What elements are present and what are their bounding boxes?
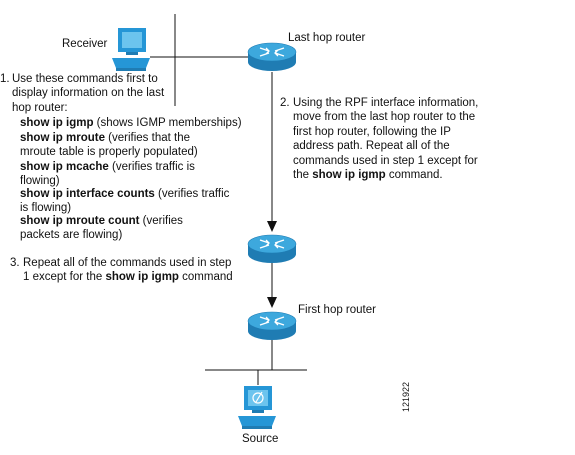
step3-text: Repeat all of the commands used in step … xyxy=(23,256,233,285)
step2-number: 2. xyxy=(280,97,290,109)
receiver-pc-icon xyxy=(112,28,150,71)
command-description: (verifies traffic is flowing) xyxy=(20,188,230,215)
step1-number: 1. xyxy=(0,73,10,85)
command-description: (shows IGMP memberships) xyxy=(93,117,242,129)
step3-body: Repeat all of the commands used in step … xyxy=(23,257,232,284)
last-hop-router-label: Last hop router xyxy=(288,32,366,44)
step1-command-4: show ip interface counts (verifies traff… xyxy=(20,187,235,216)
receiver-label: Receiver xyxy=(62,38,108,50)
transit-router-icon xyxy=(247,234,297,263)
command-name: show ip interface counts xyxy=(20,188,155,200)
step3-number: 3. xyxy=(10,257,20,269)
command-name: show ip mcache xyxy=(20,161,109,173)
command-description: (verifies traffic is flowing) xyxy=(20,161,195,188)
source-label: Source xyxy=(242,433,279,445)
command-description: (verifies that the mroute table is prope… xyxy=(20,132,198,159)
command-name: show ip mroute count xyxy=(20,215,140,227)
first-hop-router-icon xyxy=(247,311,297,340)
command-name: show ip mroute xyxy=(20,132,105,144)
path-arrow-2-head xyxy=(267,297,277,308)
step2-body: Using the RPF interface information, mov… xyxy=(293,97,479,182)
step2-command: show ip igmp xyxy=(312,169,386,182)
step2-tail: command. xyxy=(385,169,443,182)
command-name: show ip igmp xyxy=(20,117,94,129)
last-hop-router-icon xyxy=(247,42,297,71)
first-hop-router-label: First hop router xyxy=(298,304,376,316)
step1-intro: Use these commands first to display info… xyxy=(12,73,165,114)
path-arrow-1-head xyxy=(267,221,277,232)
step1-command-2: show ip mroute (verifies that the mroute… xyxy=(20,131,210,160)
step3-tail: command xyxy=(178,271,233,284)
figure-number: 121922 xyxy=(401,381,411,412)
source-pc-icon xyxy=(238,386,276,429)
command-description: (verifies packets are flowing) xyxy=(20,215,183,242)
step1-command-3: show ip mcache (verifies traffic is flow… xyxy=(20,160,210,189)
step1-command-1: show ip igmp (shows IGMP memberships) xyxy=(20,116,285,130)
step3-command: show ip igmp xyxy=(105,271,179,284)
step2-text: Using the RPF interface information, mov… xyxy=(293,96,493,182)
step1-command-5: show ip mroute count (verifies packets a… xyxy=(20,214,210,243)
